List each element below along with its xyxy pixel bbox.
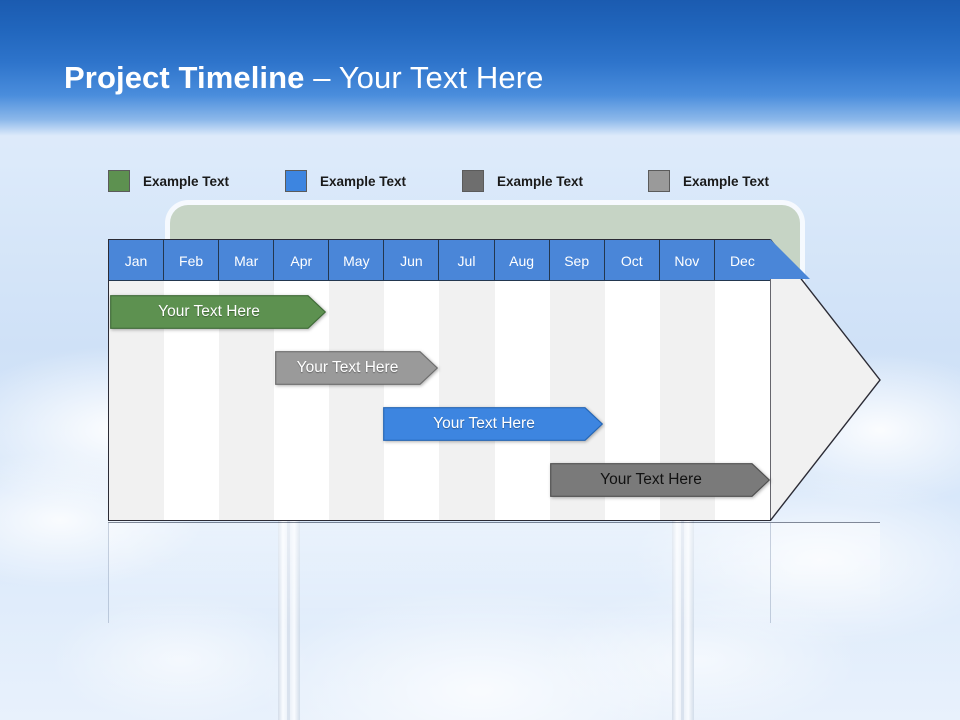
legend-label: Example Text [683,173,770,189]
month-header-cell[interactable]: Mar [219,240,275,281]
legend-item: Example Text [285,168,406,194]
timeline-task-bar-label: Your Text Here [600,471,702,488]
legend-label: Example Text [497,173,584,189]
timeline-task-bar-shape [550,463,770,497]
legend-item: Example Text [462,168,583,194]
month-header-cell[interactable]: Feb [164,240,220,281]
legend-swatch-icon [648,170,670,192]
timeline-task-bar[interactable]: Your Text Here [275,351,438,385]
legend-item: Example Text [648,168,769,194]
board-arrow-head [770,239,881,521]
legend-item: Example Text [108,168,229,194]
month-header-cell[interactable]: May [329,240,385,281]
legend-label: Example Text [320,173,407,189]
timeline-task-bar-label: Your Text Here [158,303,260,320]
month-header-cell[interactable]: Jul [439,240,495,281]
page-title-light: Your Text Here [338,60,544,95]
timeline-task-bar-shape [275,351,438,385]
timeline-task-bar[interactable]: Your Text Here [383,407,603,441]
month-header-cell[interactable]: Sep [549,240,605,281]
timeline-task-bar-shape [110,295,326,329]
board-arrow-head-svg [770,239,881,521]
timeline-column [219,240,275,520]
legend-swatch-icon [285,170,307,192]
legend: Example Text Example Text Example Text Exam… [108,168,828,196]
month-header-cell[interactable]: Dec [714,240,770,281]
page-title: Project Timeline – Your Text Here [64,60,543,96]
sign-reflection-edge [108,523,771,623]
page-title-separator: – [304,60,339,95]
page-title-strong: Project Timeline [64,60,305,95]
timeline-column [164,240,219,520]
timeline-task-bar-label: Your Text Here [296,359,399,376]
legend-swatch-icon [108,170,130,192]
timeline-header-underline [109,280,770,281]
month-header-cell[interactable]: Apr [274,240,330,281]
legend-label: Example Text [143,173,230,189]
timeline-task-bar-label: Your Text Here [433,415,535,432]
timeline-column [109,240,165,520]
sign-reflection [108,522,880,628]
month-header-cell[interactable]: Jun [384,240,440,281]
header-band [0,0,960,136]
legend-swatch-icon [462,170,484,192]
signpost-right [672,520,694,720]
signpost-left [278,520,300,720]
month-header-cell[interactable]: Nov [659,240,715,281]
timeline-task-bar[interactable]: Your Text Here [110,295,326,329]
timeline-task-bar-shape [383,407,603,441]
month-header-cell[interactable]: Jan [109,240,165,281]
timeline-task-bar[interactable]: Your Text Here [550,463,770,497]
month-header-cell[interactable]: Oct [604,240,660,281]
timeline-column [439,240,495,520]
timeline-column [495,240,550,520]
month-header-cell[interactable]: Aug [494,240,550,281]
